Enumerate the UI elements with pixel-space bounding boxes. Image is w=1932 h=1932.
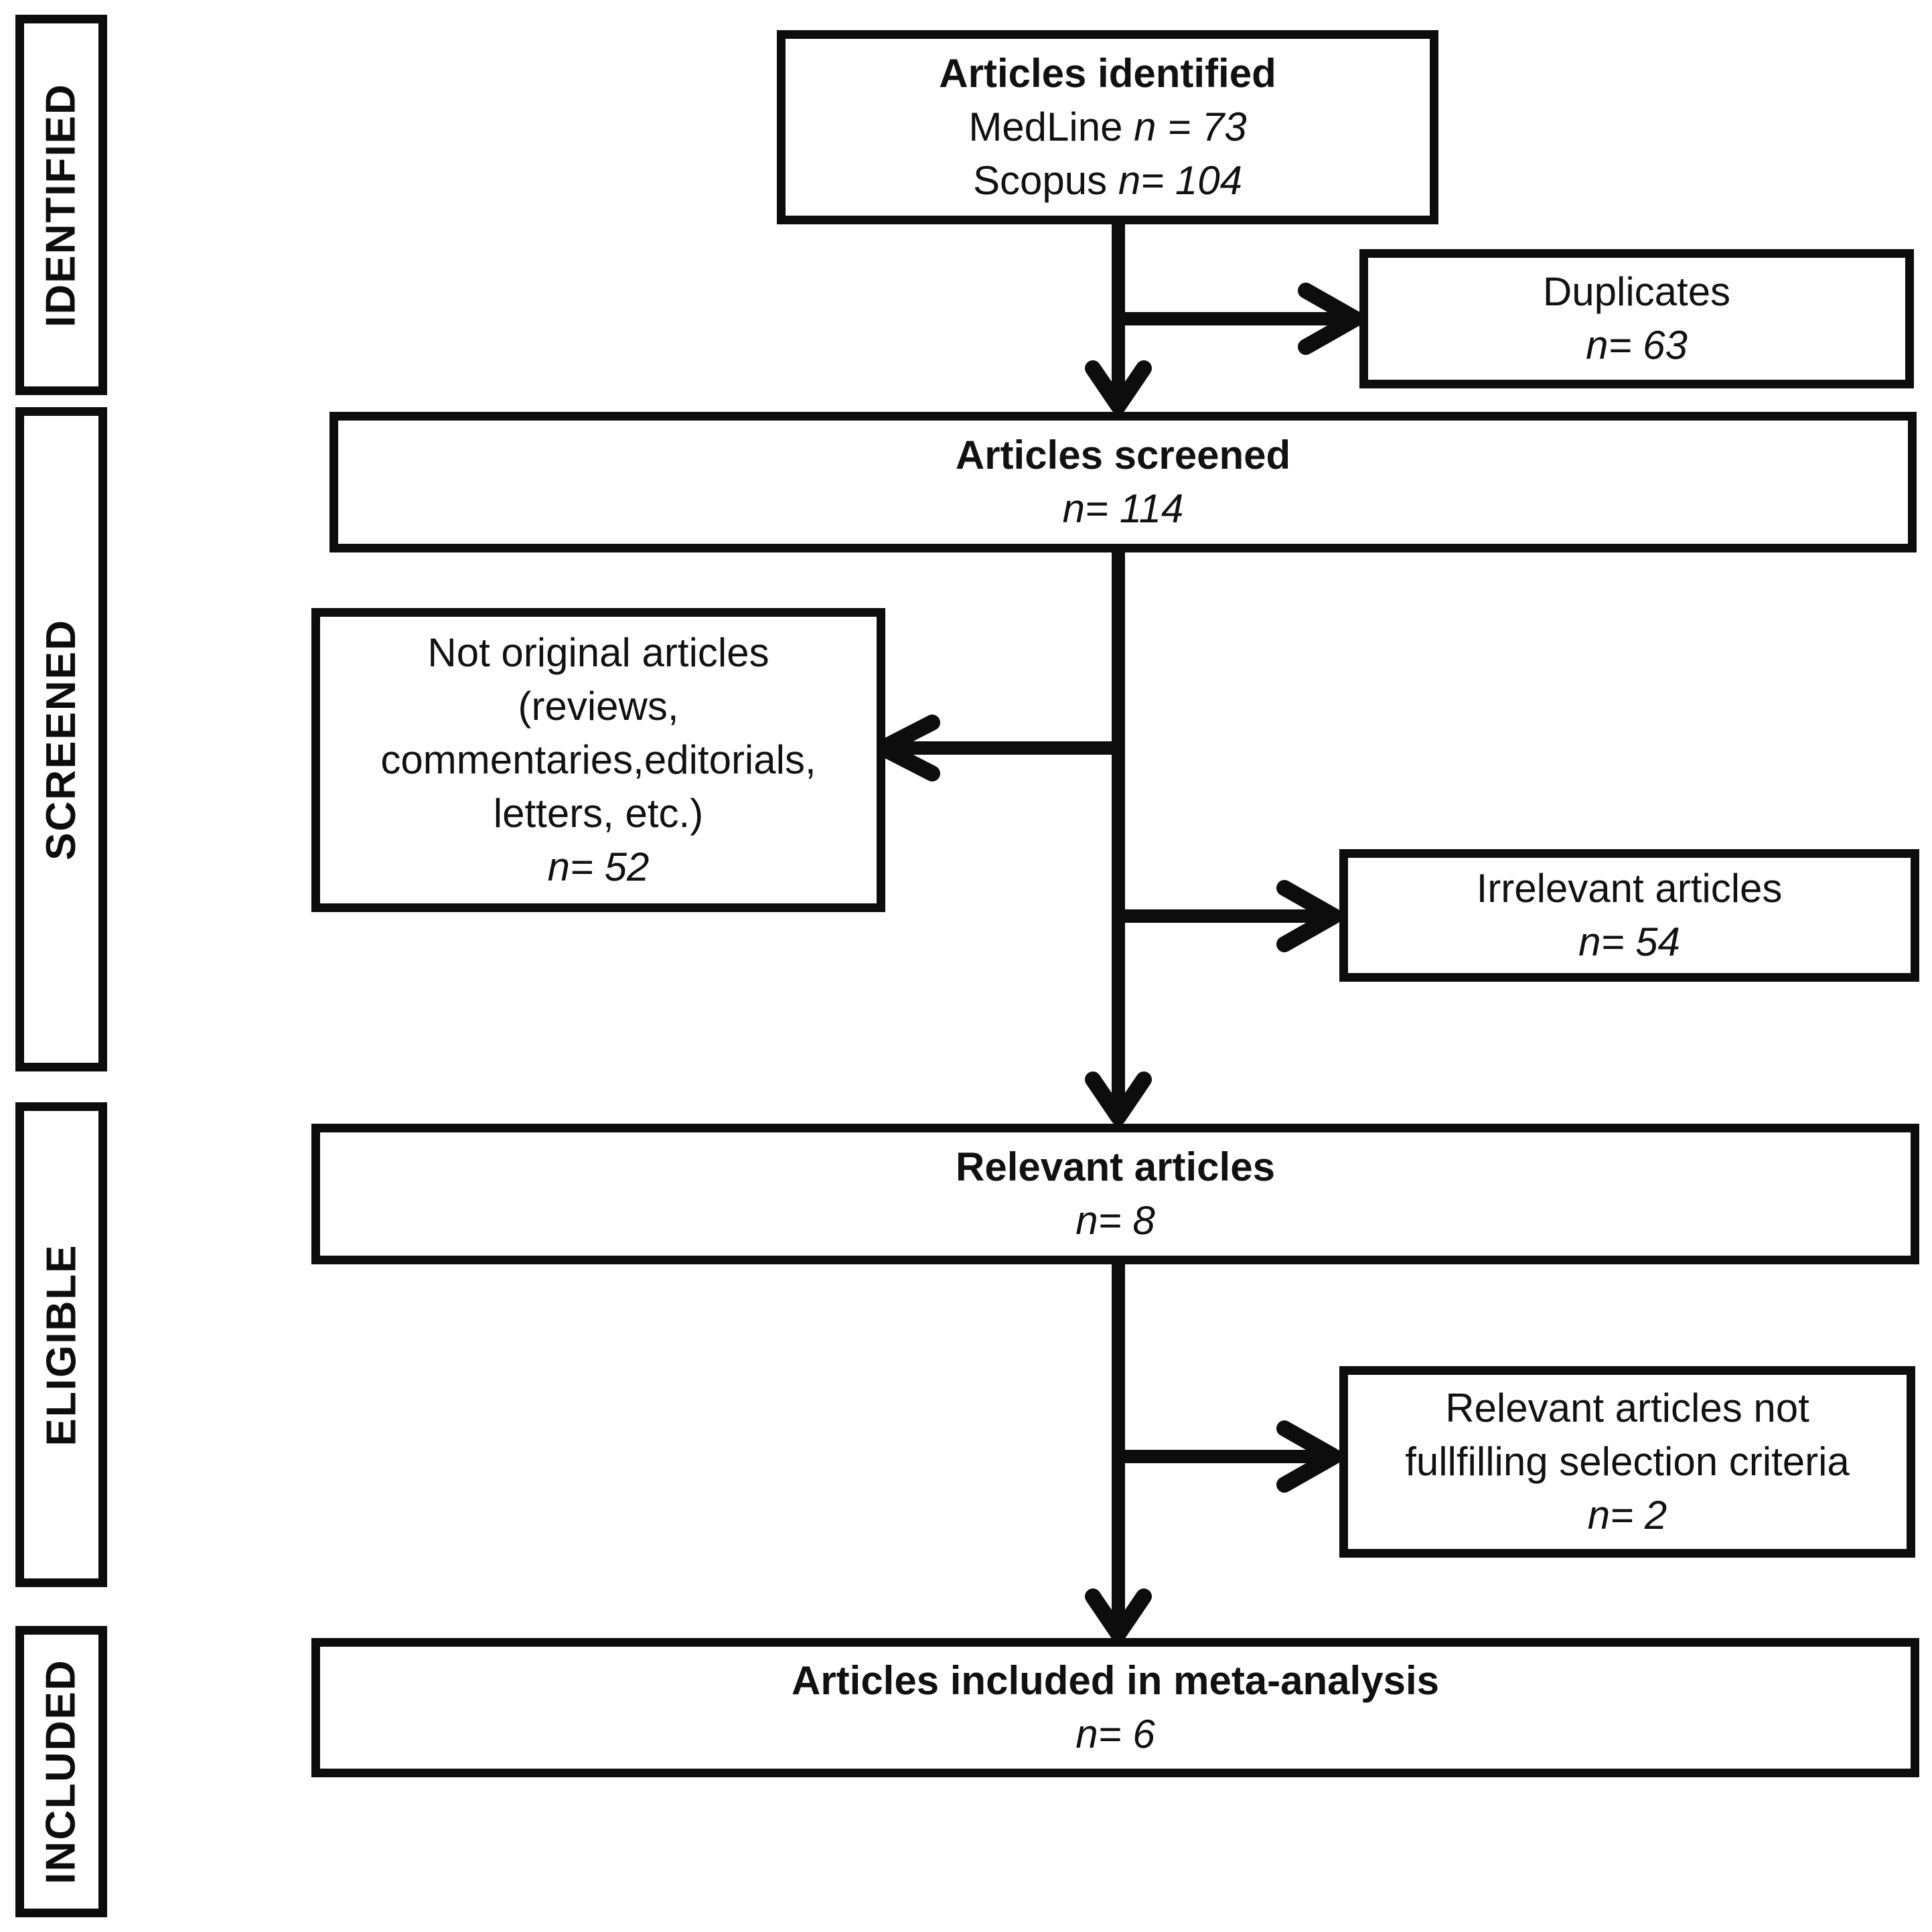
- box-not-fulfilling-criteria: Relevant articles not fullfilling select…: [1339, 1366, 1915, 1558]
- relevant-articles-title: Relevant articles: [956, 1144, 1275, 1189]
- not-original-line2: (reviews,: [518, 684, 679, 729]
- arrow-screened-to-relevant: [1085, 552, 1152, 1125]
- box-duplicates: Duplicates n= 63: [1359, 249, 1914, 388]
- not-original-count: n= 52: [547, 844, 650, 889]
- box-included-meta-analysis: Articles included in meta-analysis n= 6: [311, 1638, 1919, 1777]
- irrelevant-title: Irrelevant articles: [1476, 866, 1783, 911]
- medline-count-value: n = 73: [1134, 104, 1247, 149]
- box-not-original-articles: Not original articles (reviews, commenta…: [311, 608, 885, 912]
- duplicates-title: Duplicates: [1542, 269, 1731, 314]
- arrow-to-duplicates: [1118, 283, 1363, 355]
- box-articles-screened: Articles screened n= 114: [329, 412, 1917, 552]
- not-original-line1: Not original articles: [427, 630, 769, 675]
- not-fulfilling-line1: Relevant articles not: [1445, 1386, 1809, 1430]
- medline-count-line: MedLine n = 73: [968, 100, 1246, 154]
- articles-screened-title: Articles screened: [955, 433, 1291, 477]
- arrow-relevant-to-included: [1085, 1264, 1152, 1642]
- stage-box-included: INCLUDED: [15, 1626, 107, 1917]
- arrow-to-irrelevant: [1118, 880, 1342, 952]
- box-irrelevant-articles: Irrelevant articles n= 54: [1339, 849, 1919, 982]
- stage-box-eligible: ELIGIBLE: [15, 1102, 107, 1587]
- irrelevant-count: n= 54: [1578, 919, 1680, 964]
- arrow-to-not-fulfilling: [1118, 1420, 1342, 1493]
- included-title: Articles included in meta-analysis: [791, 1658, 1439, 1703]
- not-original-line4: letters, etc.): [493, 791, 704, 836]
- scopus-count-line: Scopus n= 104: [973, 154, 1242, 208]
- articles-screened-count: n= 114: [1062, 486, 1184, 531]
- articles-identified-title: Articles identified: [939, 51, 1276, 96]
- stage-box-screened: SCREENED: [15, 407, 107, 1071]
- not-fulfilling-line2: fullfilling selection criteria: [1405, 1439, 1850, 1484]
- arrow-to-not-original: [875, 715, 1118, 782]
- stage-label-included: INCLUDED: [38, 1659, 85, 1884]
- scopus-source-label: Scopus: [973, 158, 1108, 203]
- medline-source-label: MedLine: [968, 104, 1123, 149]
- included-count: n= 6: [1075, 1712, 1155, 1757]
- not-fulfilling-count: n= 2: [1587, 1493, 1667, 1538]
- relevant-articles-count: n= 8: [1075, 1198, 1155, 1243]
- stage-label-screened: SCREENED: [38, 618, 85, 861]
- scopus-count-value: n= 104: [1118, 158, 1242, 203]
- box-relevant-articles: Relevant articles n= 8: [311, 1124, 1919, 1264]
- box-articles-identified: Articles identified MedLine n = 73 Scopu…: [777, 30, 1438, 224]
- stage-box-identified: IDENTIFIED: [15, 15, 107, 395]
- duplicates-count: n= 63: [1586, 323, 1688, 368]
- stage-label-eligible: ELIGIBLE: [38, 1244, 84, 1446]
- stage-label-identified: IDENTIFIED: [38, 82, 85, 327]
- not-original-line3: commentaries,editorials,: [380, 737, 816, 782]
